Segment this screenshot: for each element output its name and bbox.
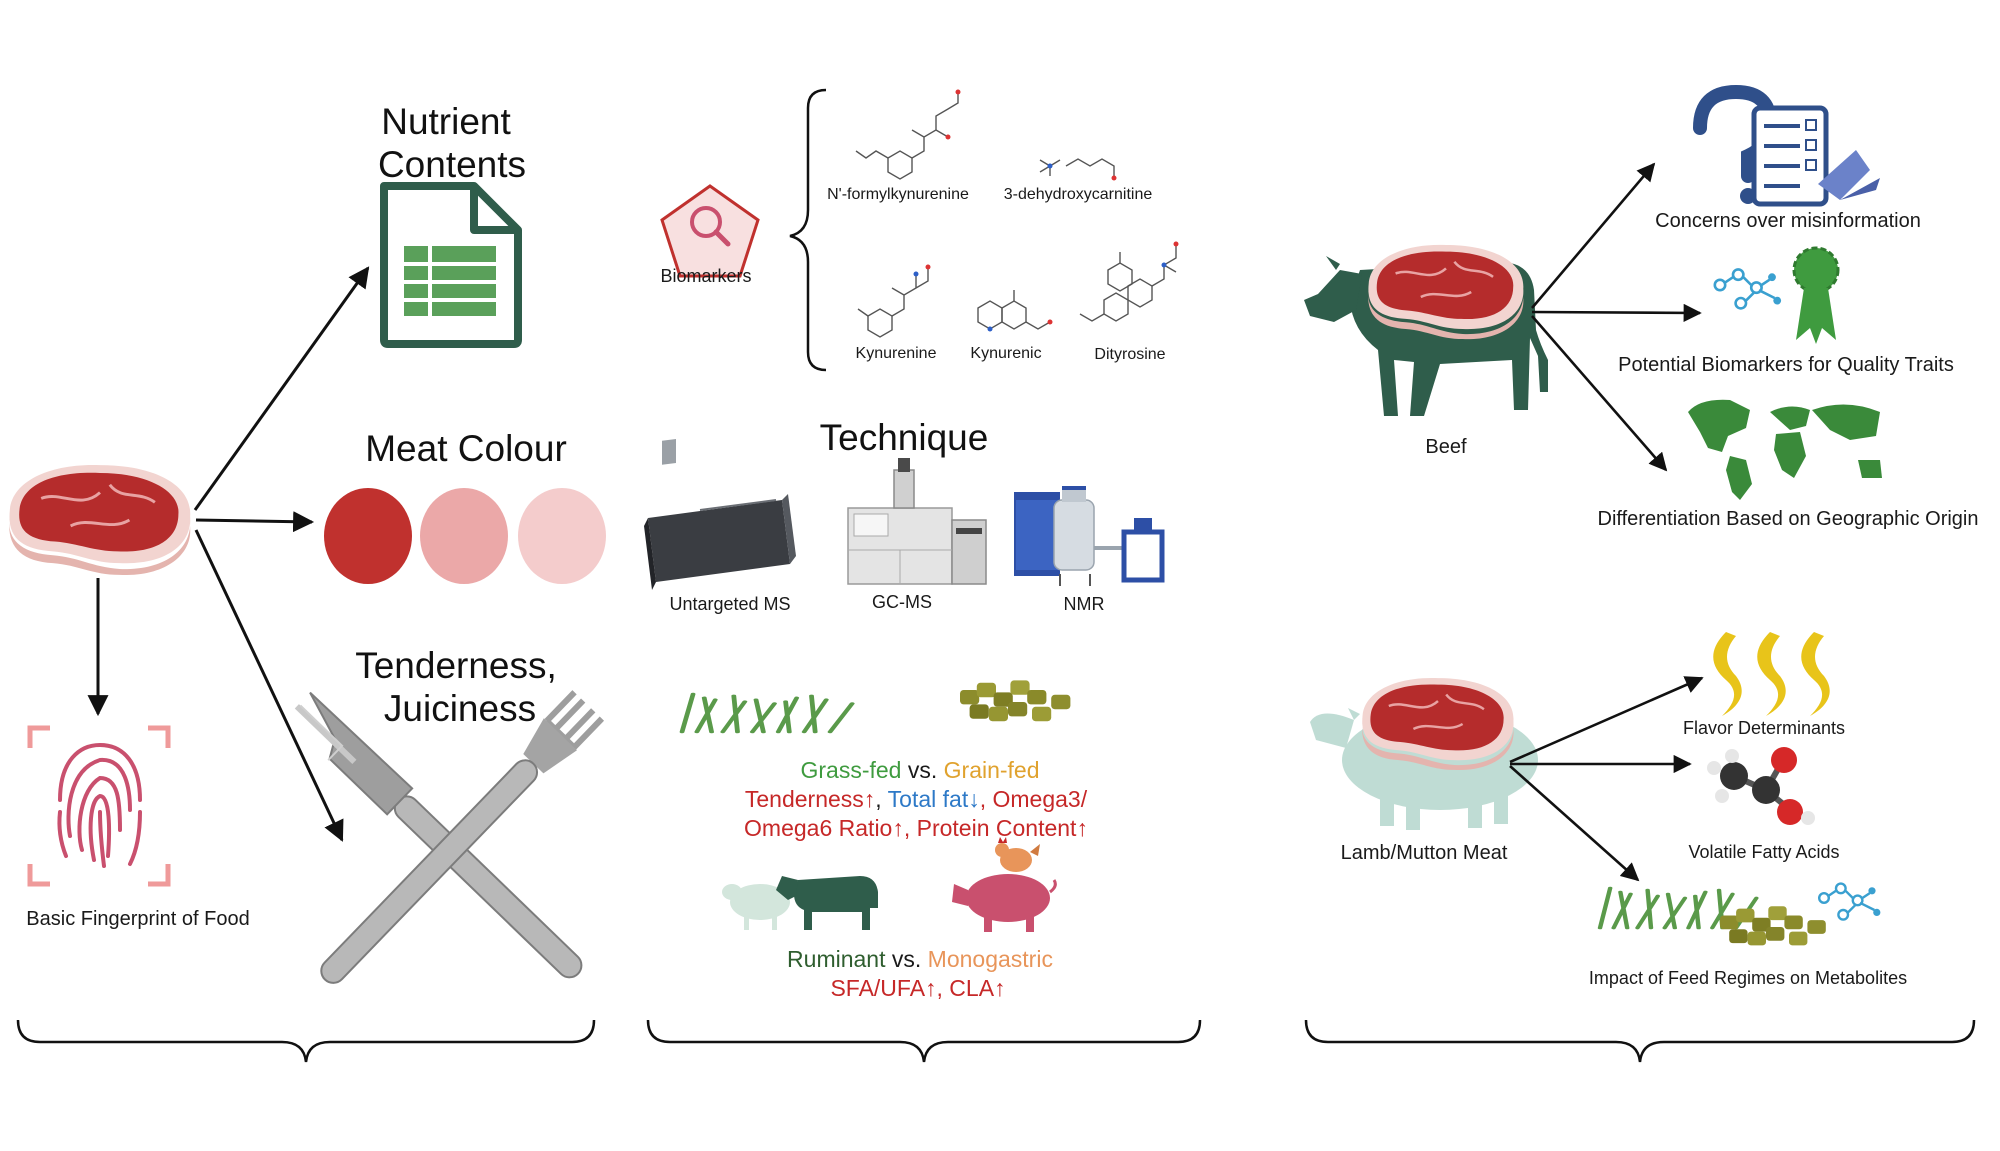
grain-pellets-icon (960, 680, 1071, 722)
arrow-beef-misinformation (1531, 162, 1656, 309)
digestion-effect-line: SFA/UFA↑, CLA↑ (830, 975, 1006, 1001)
molecule-network-icon (1713, 268, 1783, 310)
technique-gc-ms: GC-MS (872, 592, 932, 612)
lamb-label: Lamb/Mutton Meat (1340, 842, 1508, 864)
effect-tenderness: Tenderness↑ (744, 786, 876, 812)
knife-fork-icon (294, 690, 605, 984)
questionnaire-icon (1693, 84, 1880, 207)
middle-panel (644, 88, 1179, 932)
compound-brace (789, 88, 827, 372)
arrow-to-tenderness (194, 529, 344, 842)
cow-small-icon (776, 876, 878, 930)
compound-3-dehydroxycarnitine: 3-dehydroxycarnitine (1003, 186, 1153, 203)
magnifier-icon (690, 206, 722, 238)
gc-ms-instrument-icon (847, 458, 987, 585)
brace-right (1304, 1019, 1976, 1063)
colour-swatch-light-pink (518, 488, 606, 584)
nutrient-title-line2: Contents (377, 144, 527, 185)
arrow-to-nutrients (193, 266, 370, 511)
separator: , (875, 786, 888, 812)
untargeted-ms-instrument-icon (644, 438, 796, 590)
fingerprint-label: Basic Fingerprint of Food (26, 908, 250, 930)
beef-label: Beef (1425, 436, 1467, 458)
tenderness-title-line1: Tenderness, (355, 645, 557, 686)
left-panel (7, 182, 606, 984)
compound-structures (855, 92, 1177, 338)
award-ribbon-icon (1792, 246, 1840, 344)
ruminant-label: Ruminant (787, 946, 886, 972)
spreadsheet-document-icon (380, 182, 522, 348)
nutrient-title-line1: Nutrient (381, 101, 511, 142)
colour-swatches (324, 488, 606, 584)
outcome-feed-regimes: Impact of Feed Regimes on Metabolites (1588, 968, 1908, 988)
pellet-feed-icon (1720, 906, 1826, 946)
arrow-beef-biomarkers (1531, 303, 1702, 323)
technique-untargeted-ms: Untargeted MS (669, 594, 791, 614)
feed-effects-line1: Tenderness↑, Total fat↓, Omega3/ (745, 785, 1087, 814)
brace-left (16, 1019, 596, 1063)
arrow-to-colour (195, 511, 315, 533)
biomarkers-label: Biomarkers (660, 266, 752, 286)
acetic-acid-molecule-icon (1707, 747, 1815, 825)
biomarker-pentagon-icon (660, 184, 760, 278)
compound-kynurenic: Kynurenic (970, 345, 1042, 362)
arrow-beef-geographic (1531, 315, 1668, 472)
colour-swatch-pink (420, 488, 508, 584)
brace-middle (646, 1019, 1202, 1063)
effect-omega-a: , Omega3/ (979, 786, 1088, 812)
outcome-misinformation: Concerns over misinformation (1655, 210, 1921, 232)
outcome-geographic-origin: Differentiation Based on Geographic Orig… (1597, 508, 1979, 530)
tenderness-title-line2: Juiciness (383, 688, 537, 729)
arrow-lamb-feed (1509, 765, 1640, 882)
outcome-biomarkers-quality: Potential Biomarkers for Quality Traits (1618, 354, 1954, 376)
grass-icon (682, 694, 852, 732)
feed-comparison-line: Grass-fed vs. Grain-fed (800, 756, 1039, 785)
feed-effects-line2: Omega6 Ratio↑, Protein Content↑ (744, 815, 1088, 841)
technique-nmr: NMR (1063, 594, 1105, 614)
colour-swatch-dark-red (324, 488, 412, 584)
sheep-icon (722, 884, 790, 930)
bottom-braces (16, 1019, 1976, 1063)
digestion-comparison-line: Ruminant vs. Monogastric (787, 945, 1053, 974)
vs-label: vs. (901, 757, 944, 783)
outcome-flavor-determinants: Flavor Determinants (1682, 718, 1846, 738)
meat-colour-title: Meat Colour (365, 428, 567, 469)
compound-n-formylkynurenine: N'-formylkynurenine (827, 186, 969, 203)
nmr-instrument-icon (1014, 486, 1165, 586)
metabolite-network-icon (1817, 882, 1882, 921)
aroma-lines-icon (1713, 632, 1830, 716)
fingerprint-icon (27, 725, 171, 887)
arrow-lamb-flavor (1509, 676, 1704, 764)
pig-icon (952, 874, 1057, 932)
right-panel (1304, 84, 1882, 946)
steak-icon (7, 463, 192, 577)
monogastric-label: Monogastric (927, 946, 1053, 972)
compound-kynurenine: Kynurenine (855, 345, 937, 362)
chicken-icon (995, 837, 1040, 872)
grass-fed-label: Grass-fed (800, 757, 902, 783)
outcome-volatile-fatty-acids: Volatile Fatty Acids (1688, 842, 1840, 862)
grain-fed-label: Grain-fed (943, 757, 1040, 783)
effect-total-fat: Total fat↓ (887, 786, 980, 812)
compound-dityrosine: Dityrosine (1094, 346, 1166, 363)
world-map-icon (1688, 399, 1882, 500)
vs-label-2: vs. (885, 946, 928, 972)
technique-title: Technique (819, 417, 989, 458)
